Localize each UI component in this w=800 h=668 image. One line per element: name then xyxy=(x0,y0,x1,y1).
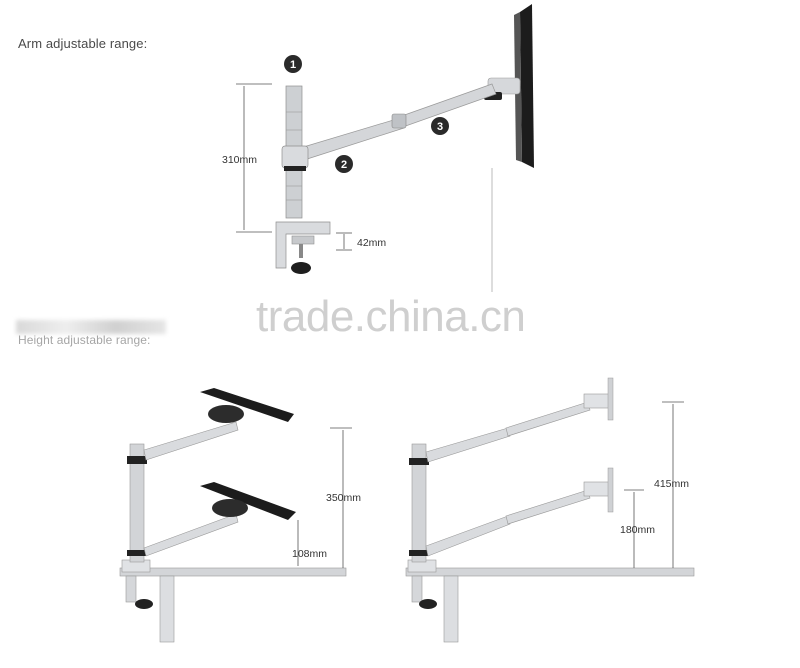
height-heading-blur xyxy=(16,320,166,334)
monitor-height-diagram xyxy=(405,377,695,643)
monitor-travel-label: 415mm xyxy=(654,478,690,490)
callout-badges: 1 2 3 xyxy=(284,55,449,173)
height-range-heading: Height adjustable range: xyxy=(18,333,151,347)
pole-illustration xyxy=(281,85,309,219)
monitor-min-label: 180mm xyxy=(620,524,656,536)
dimension-lines xyxy=(236,83,493,292)
arm-segments xyxy=(299,83,497,161)
monitor-illustration xyxy=(484,4,534,168)
laptop-dimension-lines xyxy=(297,427,352,568)
callout-1: 1 xyxy=(290,59,296,71)
arm-range-heading: Arm adjustable range: xyxy=(18,36,148,51)
watermark: trade.china.cn xyxy=(256,292,526,341)
clamp-illustration xyxy=(275,221,331,274)
pole-height-label: 310mm xyxy=(222,154,258,166)
callout-2: 2 xyxy=(341,159,347,171)
clamp-depth-label: 42mm xyxy=(357,237,387,249)
laptop-travel-label: 350mm xyxy=(326,492,362,504)
laptop-min-label: 108mm xyxy=(292,548,328,560)
laptop-diagram xyxy=(119,388,347,643)
monitor-dimension-lines xyxy=(624,401,684,568)
callout-3: 3 xyxy=(437,121,443,133)
